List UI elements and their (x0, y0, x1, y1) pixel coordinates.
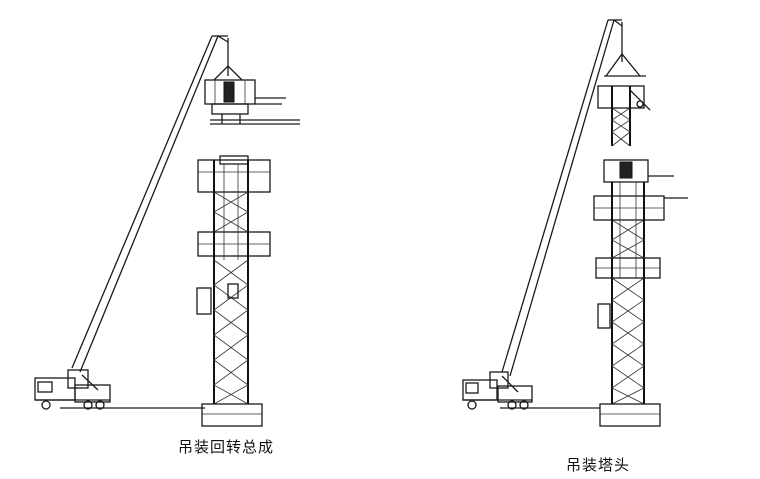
sling (213, 65, 243, 81)
crane-boom (71, 35, 229, 373)
caption-left: 吊装回转总成 (178, 438, 275, 456)
crane-truck-right (462, 371, 533, 410)
tower-head (597, 85, 651, 147)
slewing-assembly (204, 79, 300, 125)
caption-right: 吊装塔头 (566, 456, 631, 474)
crane-boom-right (501, 19, 623, 377)
tower-mast-right (593, 159, 688, 427)
sling-right (605, 52, 641, 77)
tower-mast-left (196, 155, 271, 427)
right-figure (462, 19, 688, 427)
left-figure (34, 35, 300, 427)
crane-truck (34, 369, 111, 410)
